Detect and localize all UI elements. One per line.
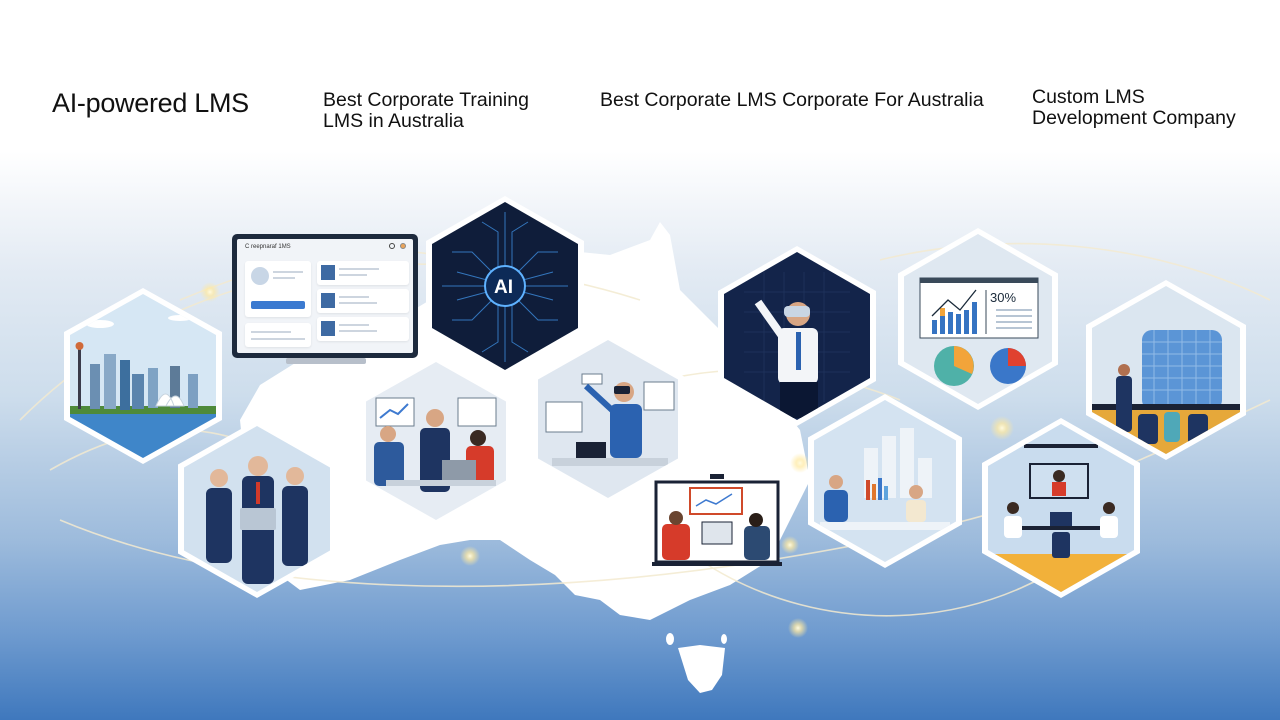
search-icon	[389, 243, 395, 249]
headline-line: Development Company	[1032, 106, 1236, 129]
ai-label: AI	[494, 277, 513, 298]
monitor-stand	[286, 358, 366, 364]
office-building-icon	[1092, 330, 1240, 454]
headline-line: LMS in Australia	[323, 109, 464, 132]
headline-best-corporate-lms: Best Corporate LMS Corporate For Austral…	[600, 89, 984, 111]
profile-action-button	[251, 301, 305, 309]
team-discussion-tile	[360, 356, 512, 526]
data-analysts-icon	[820, 428, 950, 530]
headline-line: Best Corporate Training	[323, 89, 529, 111]
analytics-chart-icon	[919, 277, 1039, 386]
vr-presenter-icon	[744, 272, 850, 418]
analytics-dashboard-tile: 30%	[898, 228, 1058, 410]
course-card	[317, 317, 409, 341]
discussion-icon	[374, 397, 497, 492]
city-skyline-icon	[70, 315, 216, 458]
course-card	[317, 261, 409, 285]
headline-ai-powered-lms: AI-powered LMS	[52, 88, 249, 118]
sydney-skyline-tile	[64, 288, 222, 464]
headline-best-corporate-training: Best Corporate Training LMS in Australia	[323, 90, 529, 131]
headline-line: Custom LMS	[1032, 86, 1145, 108]
growth-percentage: 30%	[990, 290, 1017, 305]
vr-headset-user-icon	[545, 373, 675, 466]
team-meeting-icon	[206, 456, 308, 584]
settings-icon	[400, 243, 406, 249]
lms-dashboard-monitor: C reepnaraf 1MS	[232, 234, 418, 364]
tasmania	[678, 645, 725, 693]
course-card	[317, 289, 409, 313]
profile-card	[245, 261, 311, 317]
dashboard-screen: C reepnaraf 1MS	[237, 239, 413, 353]
video-conference-screen	[652, 474, 782, 570]
conference-room-icon	[988, 444, 1134, 592]
data-analysis-tile	[808, 394, 962, 568]
circuit-icon	[442, 212, 568, 362]
dashboard-title: C reepnaraf 1MS	[245, 244, 291, 250]
headline-custom-lms: Custom LMS Development Company	[1032, 87, 1236, 128]
stats-card	[245, 323, 311, 347]
